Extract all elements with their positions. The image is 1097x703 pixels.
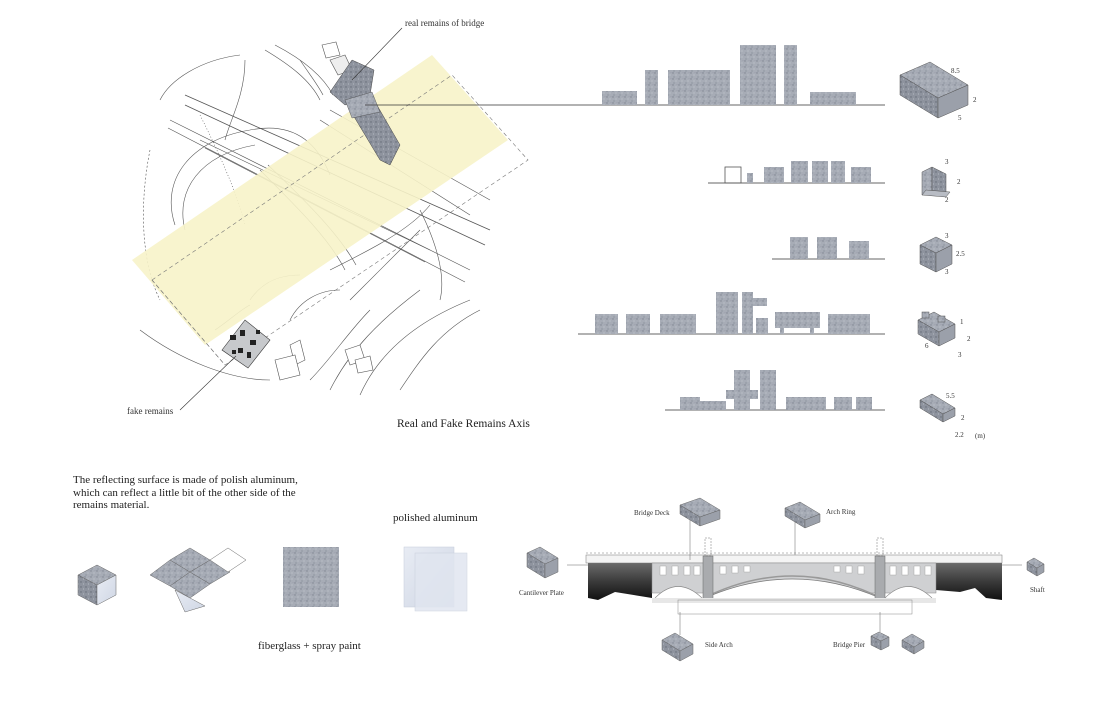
row1-dim-c: 5	[958, 114, 962, 122]
row3-dim-a: 3	[945, 232, 949, 240]
real-remains-label: real remains of bridge	[405, 18, 485, 28]
row3-dim-c: 3	[945, 268, 949, 276]
cantilever-plate-label: Cantilever Plate	[519, 589, 564, 597]
real-remains-footprint	[329, 59, 401, 166]
axis-caption: Real and Fake Remains Axis	[397, 418, 530, 430]
row4-dim-d: 3	[958, 351, 962, 359]
row2-dim-a: 3	[945, 158, 949, 166]
fake-remains-label: fake remains	[127, 406, 174, 416]
elevation-rows	[560, 45, 885, 411]
axonometric-blocks	[899, 61, 969, 423]
row4-dim-c: 6	[925, 342, 929, 350]
real-remains-leader	[351, 27, 403, 81]
row2-dim-c: 2	[945, 196, 949, 204]
row2-dim-b: 2	[957, 178, 961, 186]
bridge-components	[526, 497, 1045, 662]
arch-ring-label: Arch Ring	[826, 508, 856, 516]
remains-axis-band	[132, 55, 529, 366]
fake-remains-footprint	[221, 319, 271, 369]
bridge-pier-label: Bridge Pier	[833, 641, 866, 649]
fake-remains-leader	[179, 355, 237, 411]
material-samples	[77, 546, 468, 613]
side-arch-label: Side Arch	[705, 641, 733, 649]
fiberglass-label: fiberglass + spray paint	[258, 640, 361, 652]
row3-dim-b: 2.5	[956, 250, 965, 258]
row1-dim-a: 8.5	[951, 67, 960, 75]
bridge-deck-label: Bridge Deck	[634, 509, 670, 517]
bridge-elevation	[567, 520, 1022, 635]
row1-dim-b: 2	[973, 96, 977, 104]
row5-dim-c: 2.2	[955, 431, 964, 439]
row4-dim-b: 2	[967, 335, 971, 343]
aluminum-label: polished aluminum	[393, 512, 478, 524]
material-description: The reflecting surface is made of polish…	[73, 474, 298, 511]
unit-label: (m)	[975, 432, 986, 440]
row5-dim-b: 2	[961, 414, 965, 422]
row4-dim-a: 1	[960, 318, 964, 326]
shaft-label: Shaft	[1030, 586, 1045, 594]
row5-dim-a: 5.5	[946, 392, 955, 400]
